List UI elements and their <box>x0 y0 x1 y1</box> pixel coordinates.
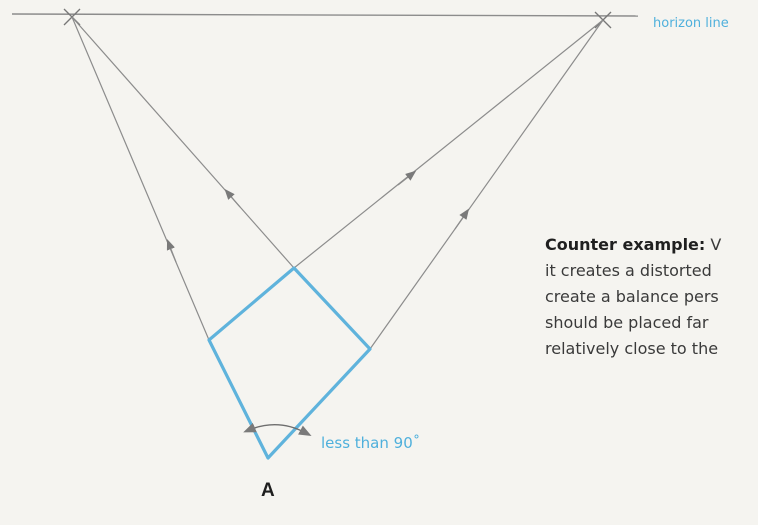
arrow-left-outer <box>166 238 177 263</box>
arrow-right-outer <box>454 208 470 230</box>
perspective-square <box>207 266 372 460</box>
angle-arc <box>243 422 312 436</box>
vertex-label: A <box>261 480 275 501</box>
counter-example-text: Counter example: V it creates a distorte… <box>545 232 758 392</box>
counter-example-line-1: Counter example: V <box>545 232 758 258</box>
counter-example-line-2: it creates a distorted <box>545 261 712 280</box>
counter-example-heading: Counter example: <box>545 235 706 254</box>
angle-label: less than 90˚ <box>321 434 420 452</box>
horizon-line <box>11 13 639 17</box>
counter-example-line-1-rest: V <box>705 235 722 254</box>
construction-line-right-inner <box>293 19 604 269</box>
counter-example-line-3: create a balance pers <box>545 287 719 306</box>
horizon-line-label: horizon line <box>653 16 729 31</box>
construction-line-right-outer <box>369 19 604 350</box>
arrow-right-inner <box>397 170 417 186</box>
counter-example-line-5: relatively close to the <box>545 339 719 358</box>
arrow-left-inner <box>224 188 241 208</box>
counter-example-line-4: should be placed far <box>545 313 709 332</box>
construction-line-left-outer <box>71 16 210 341</box>
construction-line-left-inner <box>71 16 295 269</box>
